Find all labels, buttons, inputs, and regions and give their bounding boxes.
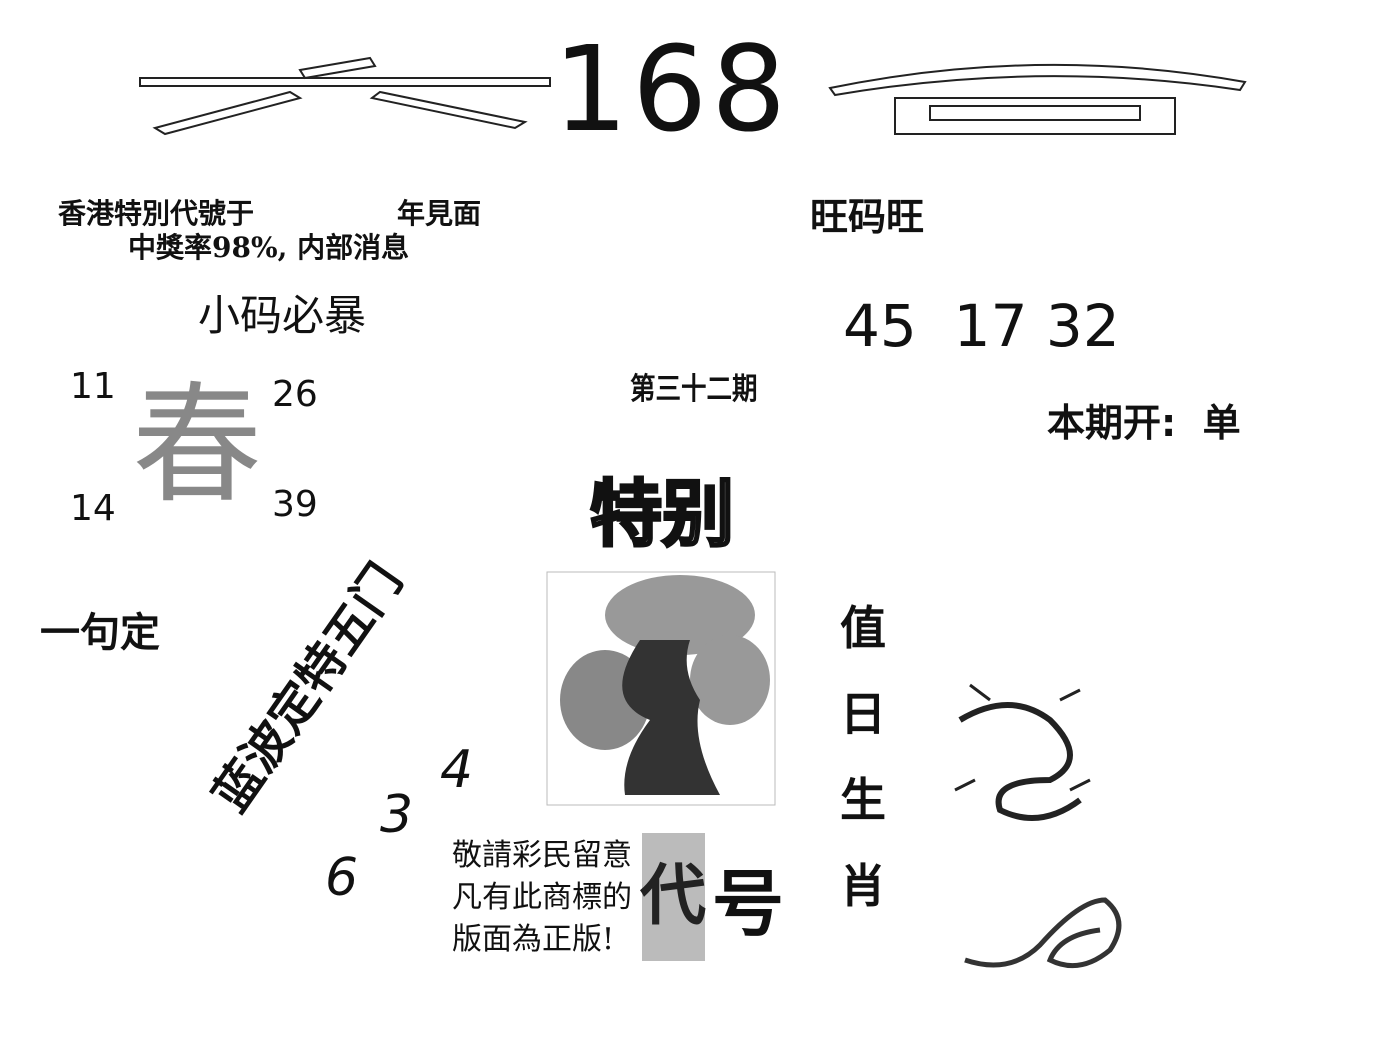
spring-number-tl: 11 <box>70 366 116 407</box>
code-label-first: 代 <box>640 857 706 934</box>
intro-line1-right: 年見面 <box>397 197 482 230</box>
notice-line: 版面為正版! <box>452 922 615 957</box>
digit-3: 3 <box>380 785 414 845</box>
notice-line: 凡有此商標的 <box>452 880 632 915</box>
snake-image <box>964 897 1122 969</box>
digit-6: 6 <box>325 848 359 908</box>
zodiac-char: 值 <box>840 601 886 655</box>
spring-number-br: 39 <box>272 484 318 525</box>
zodiac-vertical-text: 值 日 生 肖 <box>840 585 900 929</box>
dragon-image <box>954 683 1091 821</box>
this-period-result: 本期开: 单 <box>1047 401 1241 445</box>
digit-4: 4 <box>440 740 474 800</box>
authenticity-notice: 敬請彩民留意 凡有此商標的 版面為正版! <box>452 835 632 961</box>
code-label-second: 号 <box>712 862 785 946</box>
spring-number-tr: 26 <box>272 374 318 415</box>
trademark-image <box>642 833 705 961</box>
intro-line1-left: 香港特別代號于 <box>58 197 255 230</box>
small-code-title: 小码必暴 <box>198 291 367 340</box>
lucky-title: 旺码旺 <box>810 195 925 239</box>
zodiac-char: 日 <box>840 687 886 741</box>
zodiac-char: 肖 <box>840 859 886 913</box>
period-label: 第三十二期 <box>630 372 758 407</box>
special-label: 特别 <box>588 471 735 558</box>
notice-line: 敬請彩民留意 <box>452 838 632 873</box>
intro-line2: 中獎率98%, 内部消息 <box>128 231 410 264</box>
tree-image <box>546 571 776 806</box>
logo-roof-right <box>828 63 1247 97</box>
spring-number-bl: 14 <box>70 488 116 529</box>
logo-bar-left <box>139 77 551 87</box>
logo-number: 168 <box>553 20 791 158</box>
spring-char: 春 <box>132 369 263 521</box>
zodiac-char: 生 <box>840 773 886 827</box>
lucky-numbers: 45 17 32 <box>843 292 1120 360</box>
phrase-label: 一句定 <box>40 610 160 656</box>
